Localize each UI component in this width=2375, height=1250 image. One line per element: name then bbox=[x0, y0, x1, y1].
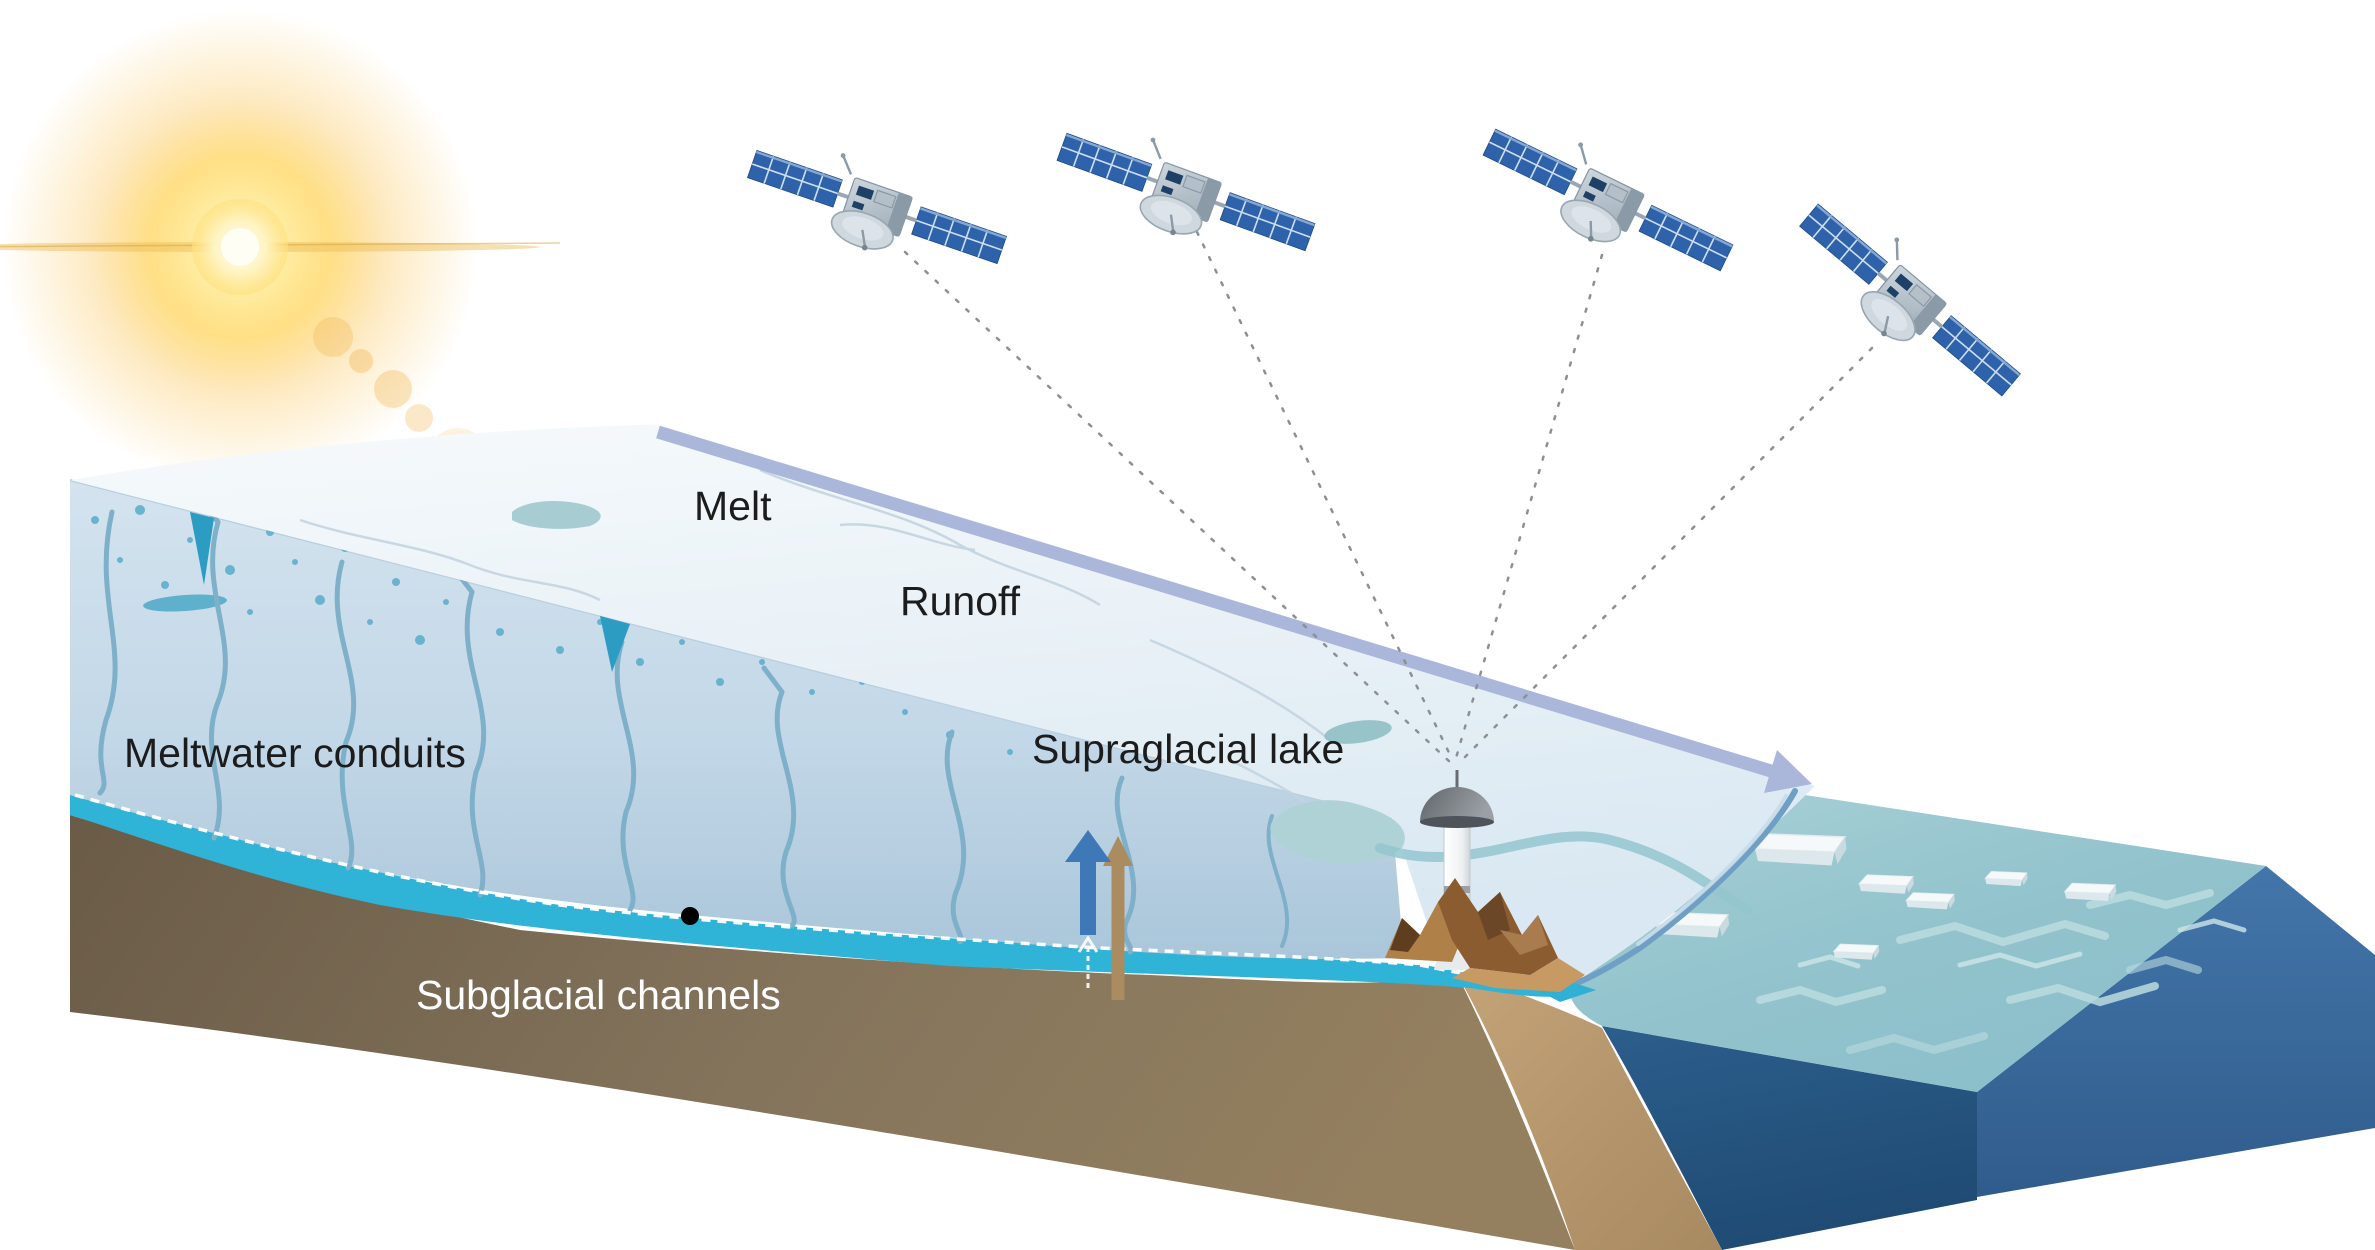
uplift-arrows bbox=[1065, 830, 1133, 1000]
calving-front-edge bbox=[1571, 788, 1798, 987]
black-dot bbox=[681, 907, 699, 925]
label-melt: Melt bbox=[694, 483, 772, 529]
blue-arrow-head bbox=[1065, 830, 1111, 862]
subglacial-water bbox=[70, 793, 1596, 997]
dashed-arrow bbox=[1077, 935, 1099, 988]
satellite-icon bbox=[737, 126, 1014, 293]
ocean-surface bbox=[1570, 793, 2266, 1092]
label-meltwater-conduits: Meltwater conduits bbox=[124, 730, 466, 776]
ice-top-surface bbox=[70, 424, 1815, 1002]
meltwater-conduit-lines bbox=[1266, 814, 1290, 948]
water-lens-small bbox=[143, 594, 227, 612]
crevasse-icon bbox=[600, 616, 630, 672]
bedrock-front-face bbox=[70, 815, 1575, 1250]
satellite-icon bbox=[1047, 109, 1324, 279]
ocean-waves-light bbox=[1797, 918, 2247, 969]
ocean-waves bbox=[1756, 889, 2214, 1055]
meltwater-conduit-lines bbox=[97, 495, 1137, 955]
satellite-icon bbox=[1780, 185, 2037, 420]
ocean-side-face bbox=[1977, 866, 2375, 1197]
runoff-arrow-icon bbox=[647, 407, 1812, 793]
ice-bed-dotted-line bbox=[74, 793, 1579, 992]
gnss-signal-lines bbox=[903, 230, 1874, 765]
rock-outcrop bbox=[1385, 878, 1585, 992]
crevasse-icon bbox=[190, 512, 214, 585]
station-dome bbox=[1420, 787, 1494, 822]
satellite-icon bbox=[1470, 106, 1745, 298]
calving-front-highlight bbox=[1636, 794, 1788, 946]
supraglacial-lake-shape bbox=[1270, 800, 1405, 864]
ocean-front-face bbox=[1602, 1026, 1977, 1250]
label-subglacial-channels: Subglacial channels bbox=[416, 972, 781, 1018]
tan-arrow-head bbox=[1103, 836, 1133, 866]
label-runoff: Runoff bbox=[900, 578, 1021, 624]
blue-arrow bbox=[1080, 858, 1096, 935]
label-supraglacial-lake: Supraglacial lake bbox=[1032, 726, 1345, 772]
bedrock-underwater-slope bbox=[1455, 970, 1722, 1250]
supraglacial-pond bbox=[1324, 720, 1392, 744]
surface-lake-small bbox=[512, 500, 601, 529]
ocean-block bbox=[1570, 793, 2375, 1250]
